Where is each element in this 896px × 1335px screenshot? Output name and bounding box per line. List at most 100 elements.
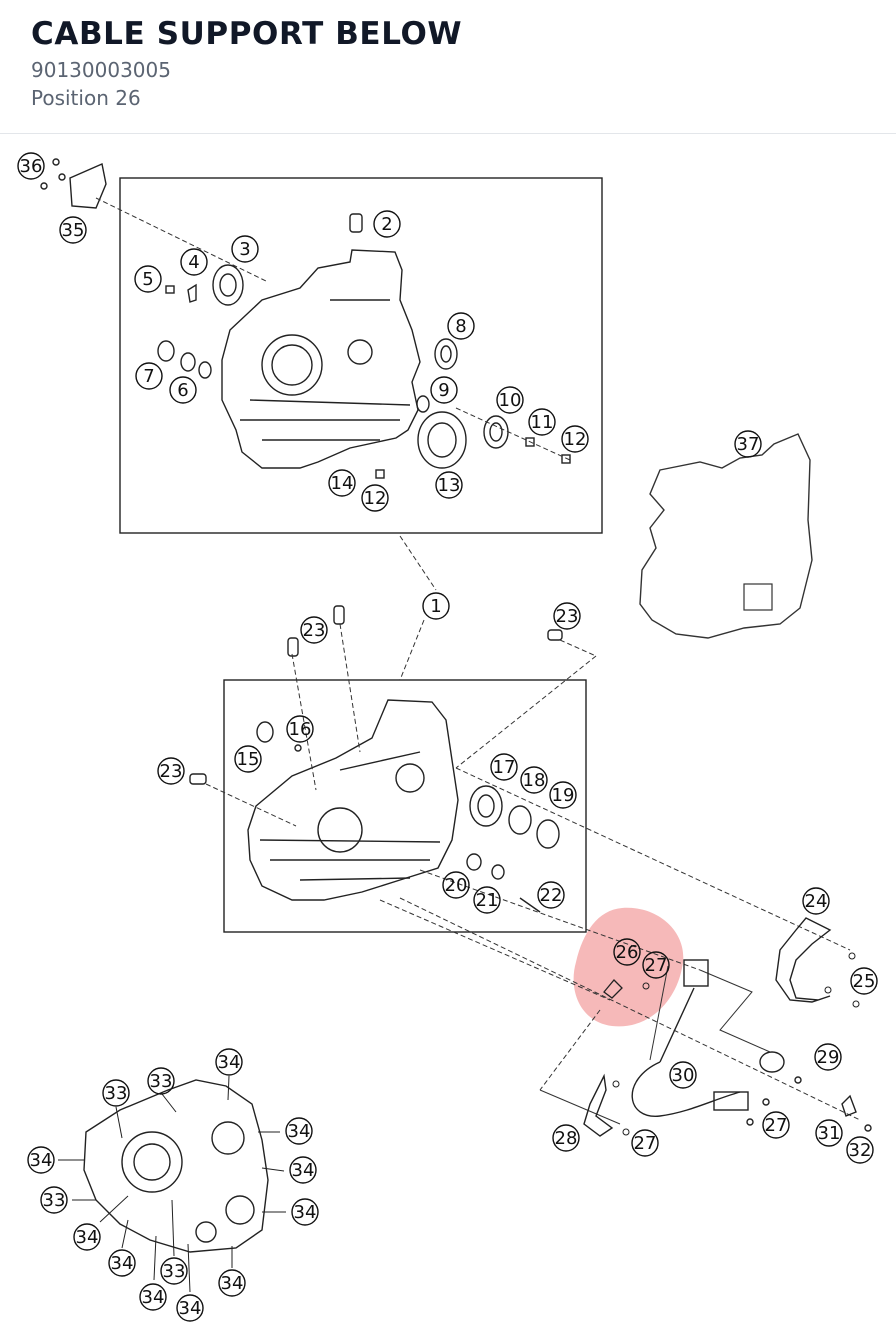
callout-33[interactable]: 33 bbox=[40, 1186, 68, 1214]
callout-33[interactable]: 33 bbox=[147, 1067, 175, 1095]
callout-17[interactable]: 17 bbox=[490, 753, 518, 781]
callout-10[interactable]: 10 bbox=[496, 386, 524, 414]
callout-circle bbox=[846, 1136, 874, 1164]
callout-25[interactable]: 25 bbox=[850, 967, 878, 995]
seal-18 bbox=[508, 805, 532, 835]
callout-5[interactable]: 5 bbox=[134, 265, 162, 293]
pin-22 bbox=[519, 897, 541, 913]
upper-ribs bbox=[240, 299, 411, 441]
upper-frame bbox=[119, 177, 603, 534]
case-bottom-hole-b bbox=[225, 1195, 255, 1225]
callout-circle bbox=[169, 376, 197, 404]
callout-30[interactable]: 30 bbox=[669, 1061, 697, 1089]
callout-34[interactable]: 34 bbox=[218, 1269, 246, 1297]
callout-label: 34 bbox=[294, 1202, 317, 1223]
callout-label: 15 bbox=[237, 749, 260, 770]
callout-circle bbox=[549, 781, 577, 809]
callout-12[interactable]: 12 bbox=[361, 484, 389, 512]
callout-14[interactable]: 14 bbox=[328, 469, 356, 497]
seal-10 bbox=[483, 415, 509, 449]
cable-30 bbox=[659, 987, 695, 1063]
callout-34[interactable]: 34 bbox=[27, 1146, 55, 1174]
callout-label: 14 bbox=[331, 473, 354, 494]
callout-32[interactable]: 32 bbox=[846, 1136, 874, 1164]
callout-23[interactable]: 23 bbox=[300, 616, 328, 644]
callout-circle bbox=[134, 265, 162, 293]
ring-6b bbox=[198, 361, 212, 379]
callout-34[interactable]: 34 bbox=[291, 1198, 319, 1226]
callout-4[interactable]: 4 bbox=[180, 248, 208, 276]
callout-label: 18 bbox=[523, 770, 546, 791]
callout-11[interactable]: 11 bbox=[528, 408, 556, 436]
callout-21[interactable]: 21 bbox=[473, 886, 501, 914]
callout-label: 34 bbox=[292, 1160, 315, 1181]
callout-label: 30 bbox=[672, 1065, 695, 1086]
callout-circle bbox=[289, 1156, 317, 1184]
callout-31[interactable]: 31 bbox=[815, 1119, 843, 1147]
callout-1[interactable]: 1 bbox=[422, 592, 450, 620]
callout-28[interactable]: 28 bbox=[552, 1124, 580, 1152]
callout-34[interactable]: 34 bbox=[108, 1249, 136, 1277]
part-20 bbox=[466, 853, 482, 871]
part-title: CABLE SUPPORT BELOW bbox=[31, 16, 463, 52]
lower-guide-lines bbox=[205, 623, 861, 1121]
callout-19[interactable]: 19 bbox=[549, 781, 577, 809]
callout-34[interactable]: 34 bbox=[73, 1223, 101, 1251]
callout-33[interactable]: 33 bbox=[102, 1079, 130, 1107]
highlight-marker bbox=[573, 907, 684, 1027]
callout-27[interactable]: 27 bbox=[631, 1129, 659, 1157]
screw-25b bbox=[824, 986, 832, 994]
callout-label: 20 bbox=[445, 875, 468, 896]
callout-label: 21 bbox=[476, 890, 499, 911]
callout-18[interactable]: 18 bbox=[520, 766, 548, 794]
callout-27[interactable]: 27 bbox=[642, 951, 670, 979]
callout-9[interactable]: 9 bbox=[430, 376, 458, 404]
callout-circle bbox=[734, 430, 762, 458]
callout-36[interactable]: 36 bbox=[17, 152, 45, 180]
case-bottom-leaders bbox=[58, 1075, 286, 1293]
bearing-15 bbox=[256, 721, 274, 743]
lower-crankcase-shape bbox=[247, 699, 459, 901]
callout-26[interactable]: 26 bbox=[613, 938, 641, 966]
callout-3[interactable]: 3 bbox=[231, 235, 259, 263]
callout-34[interactable]: 34 bbox=[285, 1117, 313, 1145]
screw-11 bbox=[525, 437, 535, 447]
callout-2[interactable]: 2 bbox=[373, 210, 401, 238]
callout-37[interactable]: 37 bbox=[734, 430, 762, 458]
callout-33[interactable]: 33 bbox=[160, 1257, 188, 1285]
callout-8[interactable]: 8 bbox=[447, 312, 475, 340]
callout-34[interactable]: 34 bbox=[215, 1048, 243, 1076]
callout-34[interactable]: 34 bbox=[139, 1283, 167, 1311]
callout-13[interactable]: 13 bbox=[435, 471, 463, 499]
callout-15[interactable]: 15 bbox=[234, 745, 262, 773]
callout-circle bbox=[102, 1079, 130, 1107]
callout-24[interactable]: 24 bbox=[802, 887, 830, 915]
callout-label: 6 bbox=[177, 380, 188, 401]
callout-12[interactable]: 12 bbox=[561, 425, 589, 453]
callout-label: 9 bbox=[438, 380, 449, 401]
callout-16[interactable]: 16 bbox=[286, 715, 314, 743]
callout-7[interactable]: 7 bbox=[135, 362, 163, 390]
callout-29[interactable]: 29 bbox=[814, 1043, 842, 1071]
screw-27c bbox=[746, 1118, 754, 1126]
callout-label: 35 bbox=[62, 220, 85, 241]
upper-crankcase-group bbox=[40, 158, 603, 534]
cable-30b bbox=[631, 1061, 741, 1117]
callout-23[interactable]: 23 bbox=[553, 602, 581, 630]
callout-34[interactable]: 34 bbox=[176, 1294, 204, 1322]
callout-circle bbox=[160, 1257, 188, 1285]
callout-circle bbox=[642, 951, 670, 979]
clip-31 bbox=[841, 1094, 857, 1117]
callout-20[interactable]: 20 bbox=[442, 871, 470, 899]
callout-circle bbox=[180, 248, 208, 276]
callout-35[interactable]: 35 bbox=[59, 216, 87, 244]
callout-23[interactable]: 23 bbox=[157, 757, 185, 785]
callout-circle bbox=[135, 362, 163, 390]
cover-24 bbox=[775, 917, 832, 1003]
callout-circle bbox=[286, 715, 314, 743]
callout-34[interactable]: 34 bbox=[289, 1156, 317, 1184]
callout-22[interactable]: 22 bbox=[537, 881, 565, 909]
callout-6[interactable]: 6 bbox=[169, 376, 197, 404]
upper-crankcase-shape bbox=[221, 249, 421, 469]
callout-27[interactable]: 27 bbox=[762, 1111, 790, 1139]
